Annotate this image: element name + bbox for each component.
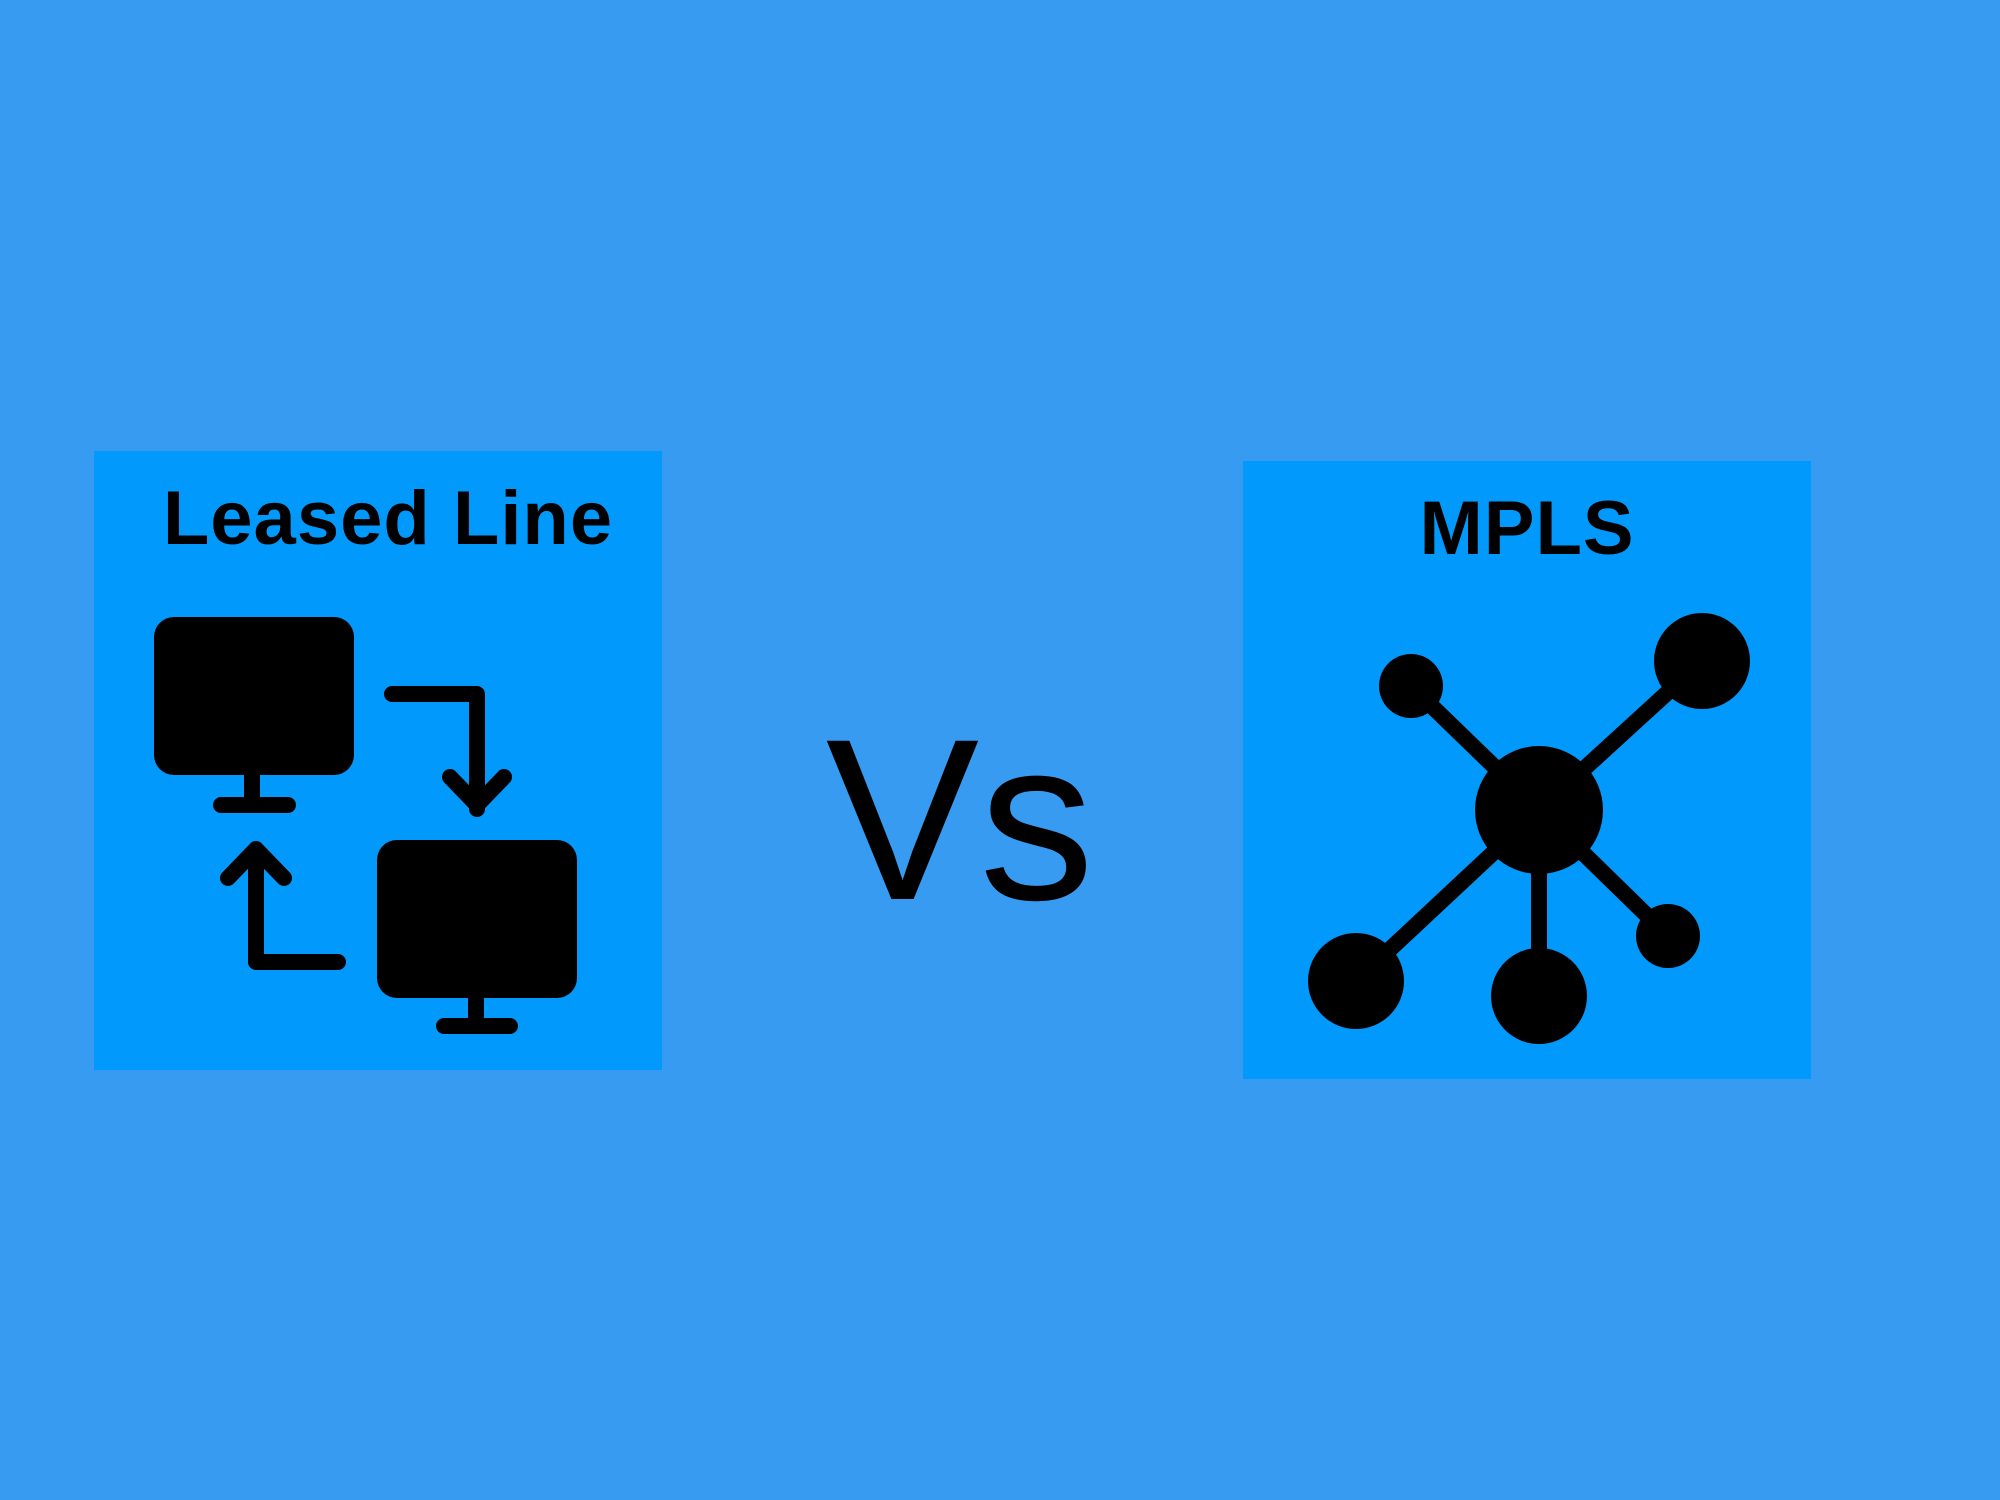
- monitor-bottom-stand: [468, 996, 484, 1024]
- arrow-down-icon: [384, 686, 512, 817]
- hub-node: [1475, 746, 1603, 874]
- computer-top-icon: [154, 617, 354, 813]
- two-computers-exchange-icon: [154, 617, 577, 1034]
- node-bottom-right: [1636, 904, 1700, 968]
- monitor-bottom-screen: [377, 840, 577, 998]
- monitor-top-stand: [244, 773, 260, 801]
- node-bottom-left: [1308, 933, 1404, 1029]
- node-top-right: [1654, 613, 1750, 709]
- leased-line-panel: Leased Line: [94, 451, 662, 1070]
- mpls-panel: MPLS: [1243, 461, 1811, 1079]
- computer-bottom-icon: [377, 840, 577, 1034]
- network-hub-icon: [1308, 613, 1750, 1044]
- node-top-left: [1379, 654, 1443, 718]
- mpls-title: MPLS: [1419, 486, 1635, 571]
- node-bottom-center: [1491, 948, 1587, 1044]
- arrow-up-icon: [220, 841, 346, 970]
- versus-label: Vs: [825, 691, 1095, 948]
- leased-line-title: Leased Line: [162, 476, 614, 561]
- monitor-top-screen: [154, 617, 354, 775]
